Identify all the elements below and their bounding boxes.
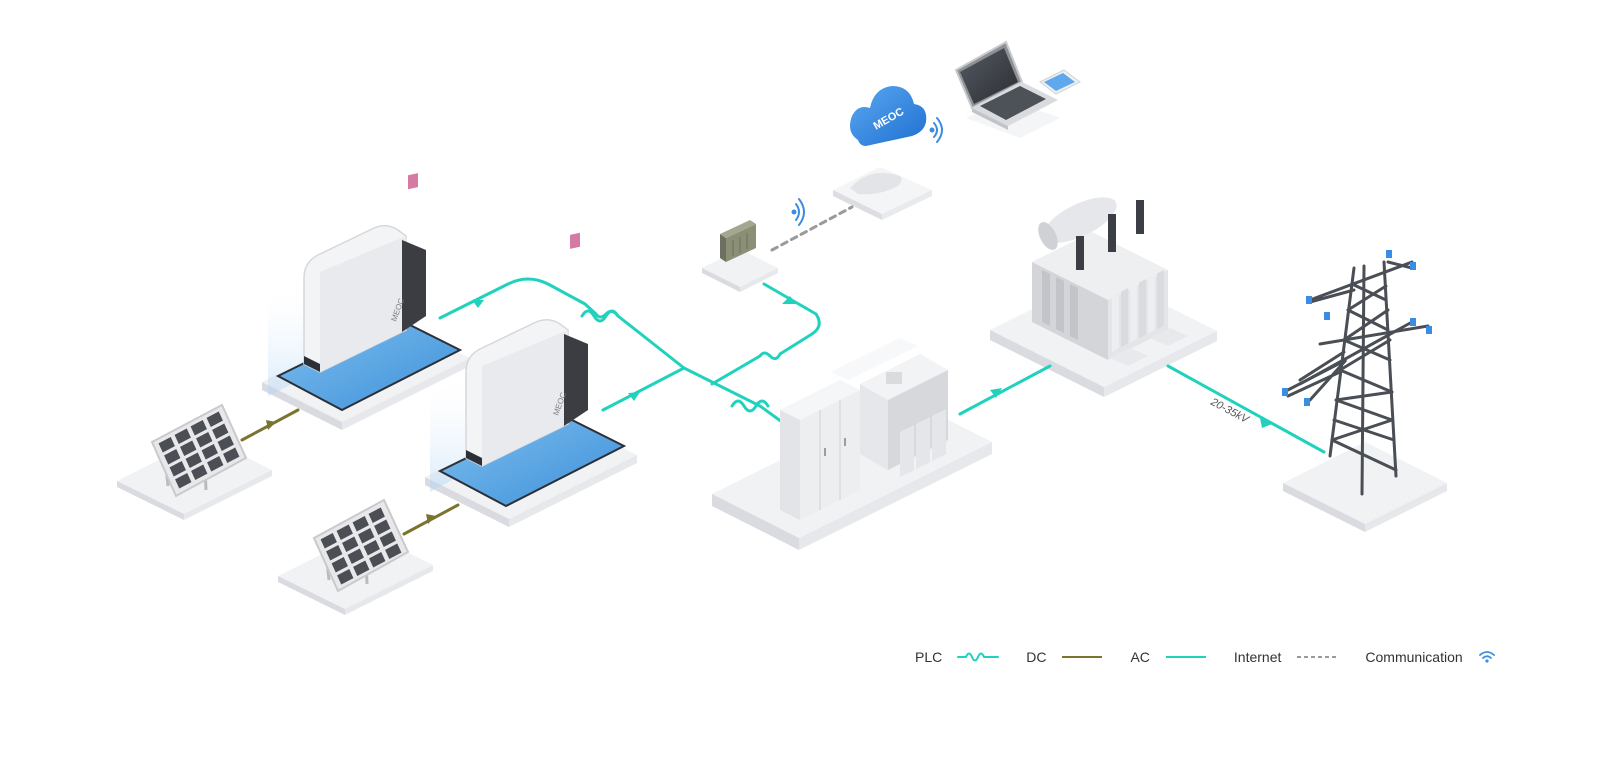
legend-label-plc: PLC bbox=[915, 649, 943, 665]
ac-line-transformer-pylon bbox=[1166, 364, 1326, 454]
solar-cell bbox=[326, 544, 343, 561]
internet-line bbox=[770, 205, 854, 252]
legend: PLC DC AC Internet Communica bbox=[915, 645, 1497, 669]
solar-cell bbox=[374, 519, 391, 536]
solar-cell bbox=[342, 536, 359, 553]
transformer-radiator bbox=[1042, 270, 1050, 326]
legend-item-ac: AC bbox=[1130, 649, 1207, 665]
switchgear-bushings bbox=[900, 409, 946, 477]
router bbox=[850, 172, 902, 195]
legend-item-communication: Communication bbox=[1365, 649, 1496, 665]
switchgear bbox=[780, 338, 948, 520]
solar-cell bbox=[191, 464, 208, 481]
inverter-2: MEOC bbox=[430, 232, 627, 508]
inverter-1: MEOC bbox=[268, 173, 463, 412]
ac-arrow-1 bbox=[472, 300, 484, 308]
wifi-icon-cloud bbox=[929, 117, 943, 143]
transformer-fin bbox=[1157, 270, 1164, 330]
solar-cell bbox=[206, 411, 223, 428]
dc-arrow-1 bbox=[266, 420, 276, 430]
ac-line-inverter-2 bbox=[601, 366, 686, 412]
laptop bbox=[954, 40, 1058, 130]
solar-cell bbox=[385, 543, 402, 560]
conservator-tank bbox=[1043, 197, 1117, 243]
solar-panel-1 bbox=[150, 403, 248, 498]
solar-cell bbox=[347, 548, 364, 565]
solar-cell bbox=[379, 531, 396, 548]
transformer-radiator bbox=[1070, 284, 1078, 340]
transformer-fins bbox=[1042, 270, 1164, 352]
ac-arrow-4 bbox=[990, 388, 1002, 398]
transformer-fin bbox=[1112, 292, 1119, 352]
transformer-icon bbox=[1032, 232, 1168, 300]
wifi-icon-datalogger bbox=[791, 198, 805, 226]
cloud-icon bbox=[850, 86, 927, 146]
solar-panel-2 bbox=[312, 498, 410, 593]
switchgear-cabinet-icon bbox=[780, 380, 860, 420]
solar-cell bbox=[175, 472, 192, 489]
plc-squiggle-icon bbox=[956, 649, 1000, 665]
legend-item-plc: PLC bbox=[915, 649, 1000, 665]
insulators bbox=[1282, 250, 1432, 406]
transformer-radiator bbox=[1056, 277, 1064, 333]
solar-cell bbox=[180, 440, 197, 457]
solar-cell bbox=[352, 515, 369, 532]
ac-line-icon bbox=[1164, 649, 1208, 665]
solar-cell bbox=[196, 431, 213, 448]
solar-cell bbox=[320, 532, 337, 549]
solar-cell bbox=[223, 447, 240, 464]
legend-label-ac: AC bbox=[1130, 649, 1150, 665]
solar-cell bbox=[369, 551, 386, 568]
legend-label-dc: DC bbox=[1026, 649, 1047, 665]
transmission-tower-icon bbox=[1282, 260, 1430, 496]
transformer-fin bbox=[1139, 279, 1146, 339]
inverter-2-side-panel bbox=[564, 334, 588, 426]
legend-item-dc: DC bbox=[1026, 649, 1104, 665]
solar-cell bbox=[368, 507, 385, 524]
solar-cell bbox=[185, 452, 202, 469]
plc-squiggle-2 bbox=[730, 399, 770, 413]
solar-cell bbox=[358, 527, 375, 544]
solar-cell bbox=[201, 443, 218, 460]
solar-cell bbox=[212, 423, 229, 440]
solar-cell bbox=[207, 455, 224, 472]
ac-line-switchgear-transformer bbox=[958, 364, 1052, 416]
solar-cell bbox=[337, 568, 354, 585]
solar-cell bbox=[164, 448, 181, 465]
solar-cell bbox=[174, 428, 191, 445]
solar-cell bbox=[353, 560, 370, 577]
solar-cell bbox=[158, 436, 175, 453]
solar-cell bbox=[363, 539, 380, 556]
cloud: MEOC bbox=[850, 86, 927, 146]
plc-squiggle-1 bbox=[580, 309, 620, 323]
solar-cell bbox=[169, 460, 186, 477]
solar-cell bbox=[217, 435, 234, 452]
solar-cell bbox=[336, 524, 353, 541]
solar-cell bbox=[331, 556, 348, 573]
pylon bbox=[1282, 250, 1432, 496]
datalogger bbox=[720, 220, 756, 262]
ac-arrow-3 bbox=[782, 296, 796, 304]
transformer-fin bbox=[1148, 274, 1155, 334]
wifi-icon bbox=[1477, 649, 1497, 665]
ac-line-datalogger bbox=[710, 282, 821, 386]
internet-dashed-icon bbox=[1295, 649, 1339, 665]
connections bbox=[240, 205, 1326, 536]
transformer-bushings bbox=[1076, 200, 1144, 270]
legend-label-internet: Internet bbox=[1233, 649, 1282, 665]
solar-cell bbox=[190, 419, 207, 436]
router-icon bbox=[850, 172, 902, 195]
dc-arrow-2 bbox=[426, 514, 436, 524]
transformer-fin bbox=[1121, 288, 1128, 348]
phone bbox=[1039, 69, 1081, 95]
ac-arrow-5 bbox=[1260, 418, 1272, 428]
dc-line-icon bbox=[1060, 649, 1104, 665]
legend-label-communication: Communication bbox=[1365, 649, 1463, 665]
legend-item-internet: Internet bbox=[1234, 649, 1339, 665]
ac-arrow-2 bbox=[628, 392, 640, 401]
transformer bbox=[1032, 197, 1188, 366]
inverter-1-side-panel bbox=[402, 240, 426, 332]
transformer-fin bbox=[1130, 283, 1137, 343]
